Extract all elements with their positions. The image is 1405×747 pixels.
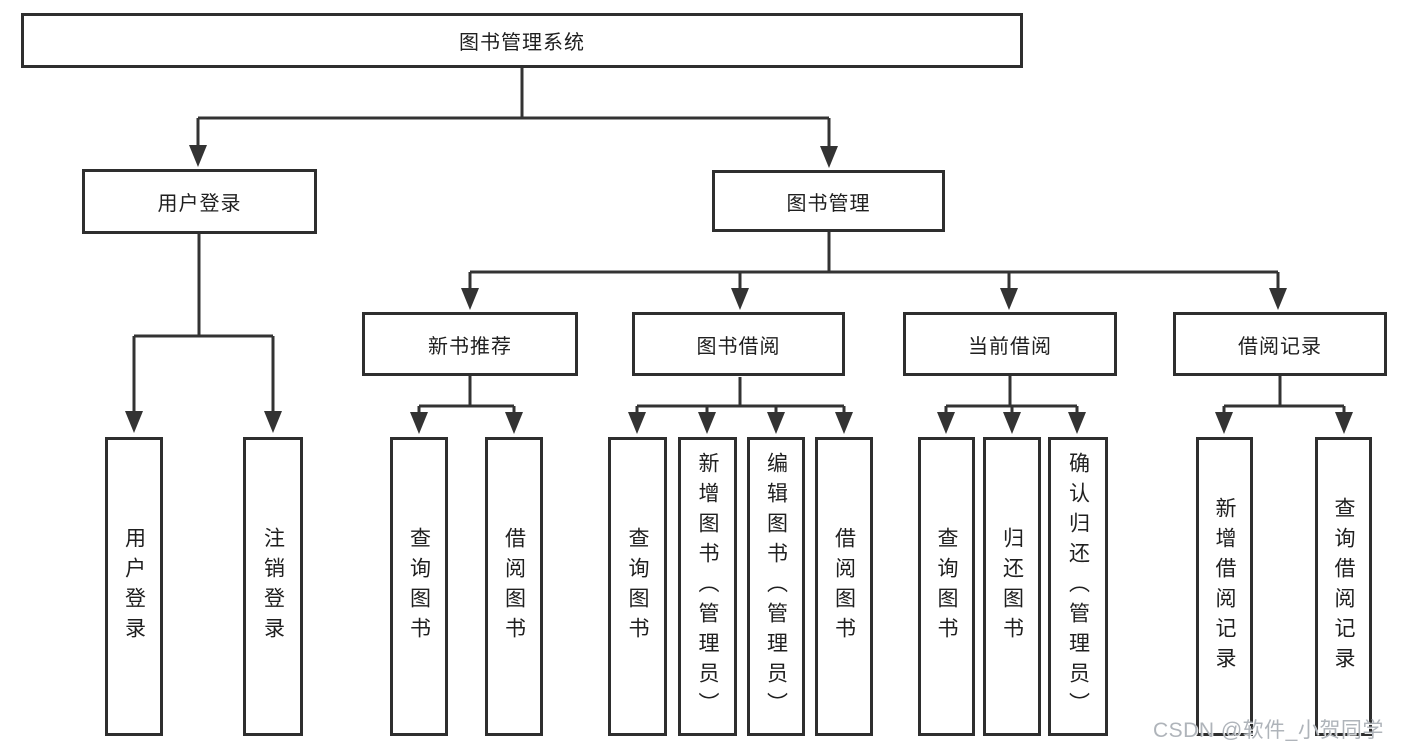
leaf-add-books-admin-label: 新增图书（管理员）: [696, 451, 719, 722]
leaf-borrow-books-recommend-label: 借阅图书: [502, 526, 526, 647]
leaf-logout-label: 注销登录: [261, 526, 285, 647]
node-library-system-label: 图书管理系统: [459, 32, 585, 54]
leaf-user-login: 用户登录: [105, 437, 163, 736]
node-book-management-label: 图书管理: [786, 192, 871, 215]
csdn-watermark: CSDN @软件_小贺同学: [1153, 719, 1384, 742]
node-book-borrow-label: 图书借阅: [696, 335, 781, 358]
node-borrow-record-label: 借阅记录: [1238, 335, 1322, 358]
leaf-user-login-label: 用户登录: [122, 526, 146, 647]
leaf-edit-books-admin-label: 编辑图书（管理员）: [764, 451, 788, 722]
leaf-add-borrow-record-label: 新增借阅记录: [1213, 496, 1236, 677]
leaf-add-borrow-record: 新增借阅记录: [1196, 437, 1253, 736]
node-library-system: 图书管理系统: [21, 13, 1023, 68]
leaf-add-books-admin: 新增图书（管理员）: [678, 437, 737, 736]
node-new-book-recommend-label: 新书推荐: [428, 335, 512, 358]
leaf-borrow-books-borrow: 借阅图书: [815, 437, 873, 736]
leaf-query-books-borrow: 查询图书: [608, 437, 667, 736]
leaf-query-borrow-record: 查询借阅记录: [1315, 437, 1372, 736]
leaf-logout: 注销登录: [243, 437, 303, 736]
node-book-management: 图书管理: [712, 170, 945, 232]
node-user-login-label: 用户登录: [157, 193, 242, 215]
leaf-return-books-label: 归还图书: [1000, 526, 1024, 647]
leaf-query-books-recommend-label: 查询图书: [407, 526, 431, 647]
node-book-borrow: 图书借阅: [632, 312, 845, 376]
leaf-query-books-current: 查询图书: [918, 437, 975, 736]
leaf-borrow-books-borrow-label: 借阅图书: [832, 526, 856, 647]
leaf-return-books: 归还图书: [983, 437, 1041, 736]
node-current-borrow: 当前借阅: [903, 312, 1117, 376]
leaf-borrow-books-recommend: 借阅图书: [485, 437, 543, 736]
leaf-query-borrow-record-label: 查询借阅记录: [1332, 496, 1355, 677]
leaf-query-books-borrow-label: 查询图书: [626, 526, 649, 647]
leaf-query-books-recommend: 查询图书: [390, 437, 448, 736]
node-current-borrow-label: 当前借阅: [968, 335, 1052, 358]
node-new-book-recommend: 新书推荐: [362, 312, 578, 376]
node-user-login: 用户登录: [82, 169, 317, 234]
leaf-query-books-current-label: 查询图书: [935, 526, 958, 647]
node-borrow-record: 借阅记录: [1173, 312, 1387, 376]
leaf-confirm-return-admin: 确认归还（管理员）: [1048, 437, 1108, 736]
leaf-confirm-return-admin-label: 确认归还（管理员）: [1066, 451, 1090, 722]
leaf-edit-books-admin: 编辑图书（管理员）: [747, 437, 805, 736]
